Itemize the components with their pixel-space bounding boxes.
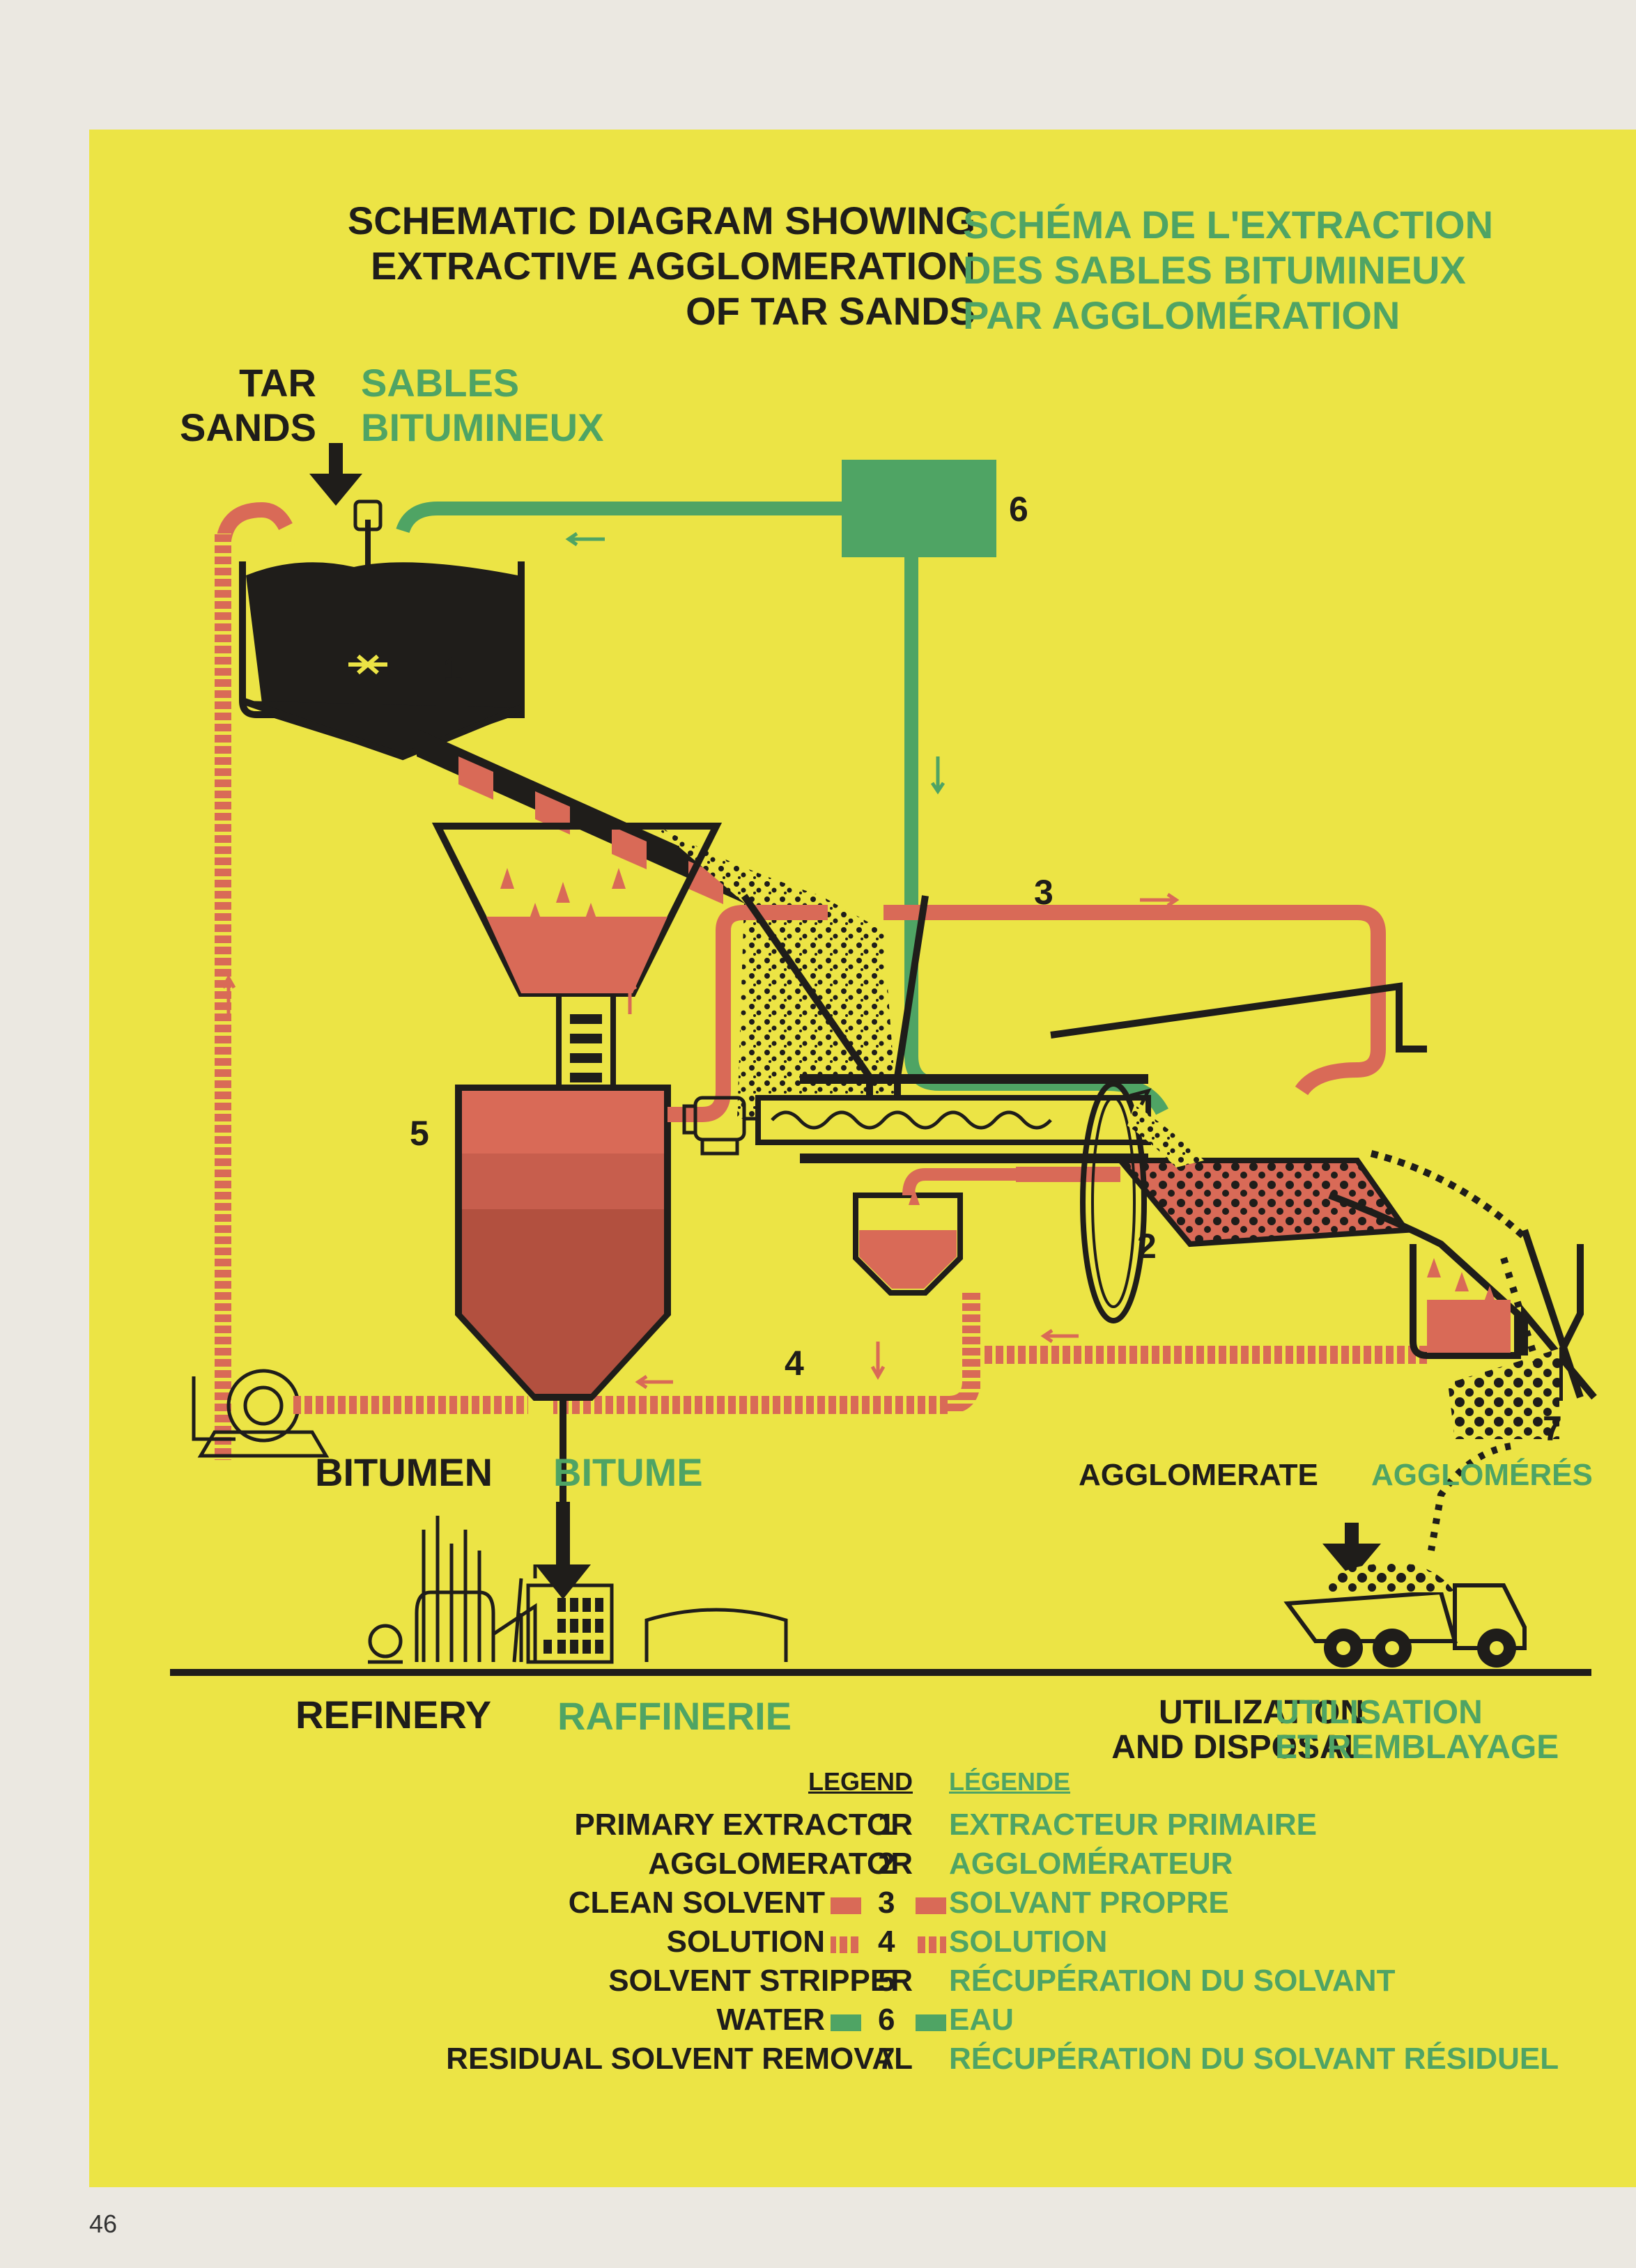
bitumen-output-arrow xyxy=(535,1502,591,1599)
clean-solvent-pipe xyxy=(667,905,1386,1122)
title-en-line-3: OF TAR SANDS xyxy=(686,289,975,333)
refinery-label-en: REFINERY xyxy=(295,1693,492,1737)
legend-item-5-number: 5 xyxy=(878,1964,895,1998)
agglomerate-stream xyxy=(1127,1105,1204,1167)
legend-item-2-number: 2 xyxy=(878,1847,895,1881)
title-fr-line-1: SCHÉMA DE L'EXTRACTION xyxy=(963,203,1494,247)
legend-item-7-number: 7 xyxy=(878,2042,895,2076)
legend-item-6-fr: EAU xyxy=(949,2003,1014,2037)
label-number-5: 5 xyxy=(410,1114,429,1153)
solvent-stripper xyxy=(455,1085,671,1530)
bitumen-label-fr: BITUME xyxy=(553,1450,703,1494)
solution-return-pipe-top xyxy=(215,502,293,551)
primary-extractor xyxy=(239,499,525,761)
solution-flow-arrow-left-middle xyxy=(1040,1328,1079,1344)
solvent-flow-arrow-right xyxy=(1140,892,1180,908)
solution-flow-arrow-down xyxy=(870,1342,886,1381)
legend-item-1-number: 1 xyxy=(878,1808,895,1842)
process-schematic xyxy=(170,443,1597,2031)
tar-sands-label-en: TAR SANDS xyxy=(159,361,316,450)
legend-item-3-en: CLEAN SOLVENT xyxy=(568,1886,825,1920)
legend-item-4-number: 4 xyxy=(878,1925,895,1959)
motor-icon xyxy=(682,1096,758,1156)
utilization-fr-2: ET REMBLAYAGE xyxy=(1275,1729,1559,1766)
legend-item-6-number: 6 xyxy=(878,2003,895,2037)
legend-item-5-fr: RÉCUPÉRATION DU SOLVANT xyxy=(949,1964,1396,1998)
agglomerate-output-arrow xyxy=(1322,1523,1381,1578)
solution-flow-arrow-up-left xyxy=(221,974,236,1014)
solution-pipe-riser xyxy=(962,1300,980,1390)
legend-item-3-number: 3 xyxy=(878,1886,895,1920)
solution-pipe-bottom-right xyxy=(553,1396,948,1414)
agglomerate-label-en: AGGLOMERATE xyxy=(1079,1458,1318,1492)
title-fr-line-3: PAR AGGLOMÉRATION xyxy=(963,293,1400,337)
legend-item-1-fr: EXTRACTEUR PRIMAIRE xyxy=(949,1808,1318,1842)
legend-item-2-fr: AGGLOMÉRATEUR xyxy=(949,1847,1233,1881)
label-number-4: 4 xyxy=(785,1344,804,1383)
label-number-6: 6 xyxy=(1009,490,1028,529)
screw-conveyor xyxy=(755,1074,1151,1163)
legend-item-4-fr: SOLUTION xyxy=(949,1925,1108,1959)
legend-item-2-en: AGGLOMERATOR xyxy=(648,1847,913,1881)
utilization-fr-1: UTILISATION xyxy=(1275,1694,1483,1731)
dump-truck-icon xyxy=(1283,1563,1527,1668)
label-number-3: 3 xyxy=(1034,873,1054,912)
title-en-line-1: SCHEMATIC DIAGRAM SHOWING xyxy=(347,199,975,242)
label-number-2: 2 xyxy=(1137,1227,1157,1266)
water-flow-arrow-down xyxy=(930,756,946,795)
tar-sands-input-arrow xyxy=(309,443,362,506)
solution-pipe-bottom-left xyxy=(291,1396,528,1414)
water-line-down xyxy=(904,557,1168,1115)
water-flow-arrow-left xyxy=(565,531,605,547)
agglomerator-drum xyxy=(1016,982,1427,1323)
separator-hopper xyxy=(431,823,723,1088)
diagram-panel: SCHEMATIC DIAGRAM SHOWING EXTRACTIVE AGG… xyxy=(89,130,1636,2187)
page-number: 46 xyxy=(89,2209,118,2238)
tar-sands-fr-2: BITUMINEUX xyxy=(361,405,604,449)
water-line-to-extractor xyxy=(396,502,842,534)
legend-heading-en: LEGEND xyxy=(808,1767,913,1796)
tar-sands-en-1: TAR xyxy=(239,361,316,405)
legend-item-6-en: WATER xyxy=(716,2003,825,2037)
legend-item-5-en: SOLVENT STRIPPER xyxy=(608,1964,913,1998)
water-spray-icon xyxy=(383,534,401,558)
solvent-flow-arrow-up xyxy=(622,975,638,1014)
tar-sand-stream xyxy=(647,819,897,1119)
label-number-1: 1 xyxy=(443,650,463,689)
ground-line xyxy=(170,1669,1591,1676)
utilization-label-en: UTILIZATION AND DISPOSAL xyxy=(925,1695,1364,1765)
tar-sands-label-fr: SABLES BITUMINEUX xyxy=(361,361,603,450)
water-tank xyxy=(842,460,996,557)
residual-solvent-removal xyxy=(1328,1150,1597,1551)
refinery-icon xyxy=(368,1516,788,1664)
legend-heading-fr: LÉGENDE xyxy=(949,1767,1071,1796)
legend-item-3-fr: SOLVANT PROPRE xyxy=(949,1886,1229,1920)
legend-item-7-en: RESIDUAL SOLVENT REMOVAL xyxy=(446,2042,913,2076)
agglomerate-label-fr: AGGLOMÉRÉS xyxy=(1371,1458,1593,1492)
bitumen-label-en: BITUMEN xyxy=(315,1450,493,1494)
legend-item-1-en: PRIMARY EXTRACTOR xyxy=(574,1808,913,1842)
title-english: SCHEMATIC DIAGRAM SHOWING EXTRACTIVE AGG… xyxy=(194,198,975,334)
utilization-label-fr: UTILISATION ET REMBLAYAGE xyxy=(1275,1695,1559,1765)
solution-pipe-middle xyxy=(981,1346,1427,1364)
solution-collector xyxy=(853,1168,1023,1296)
utilization-en-1: UTILIZATION xyxy=(1158,1694,1364,1731)
tar-sands-fr-1: SABLES xyxy=(361,361,520,405)
refinery-windows xyxy=(543,1598,603,1654)
title-fr-line-2: DES SABLES BITUMINEUX xyxy=(963,248,1466,292)
refinery-label-fr: RAFFINERIE xyxy=(557,1694,792,1738)
title-en-line-2: EXTRACTIVE AGGLOMERATION xyxy=(371,244,975,288)
utilization-en-2: AND DISPOSAL xyxy=(1111,1729,1364,1766)
label-number-7: 7 xyxy=(1543,1409,1562,1448)
tar-sands-en-2: SANDS xyxy=(179,405,316,449)
legend-item-4-en: SOLUTION xyxy=(666,1925,825,1959)
legend-item-7-fr: RÉCUPÉRATION DU SOLVANT RÉSIDUEL xyxy=(949,2042,1559,2076)
solution-flow-arrow-left-bottom xyxy=(635,1374,673,1390)
solution-spray-icon xyxy=(270,532,295,558)
legend-swatches xyxy=(831,1897,946,2031)
title-french: SCHÉMA DE L'EXTRACTION DES SABLES BITUMI… xyxy=(963,202,1493,338)
